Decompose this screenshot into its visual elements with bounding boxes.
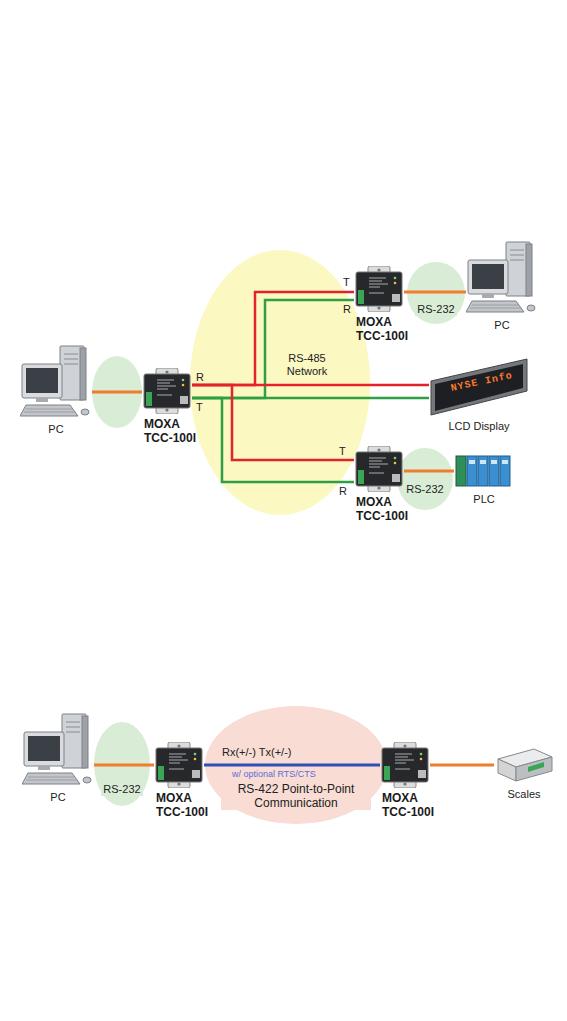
- device-model-label: MOXA TCC-100I: [382, 791, 442, 819]
- moxa-icon: [154, 742, 204, 788]
- network-label: RS-422 Point-to-Point Communication: [221, 782, 371, 810]
- scales-illustration: [494, 745, 554, 785]
- pc-illustration: [466, 240, 538, 316]
- scales-icon: [494, 745, 554, 785]
- device-node: Scales: [492, 745, 556, 801]
- wire-connector: [430, 764, 494, 767]
- converter-device: MOXA TCC-100I: [378, 742, 442, 819]
- device-model-label: MOXA TCC-100I: [144, 417, 204, 445]
- plc-illustration: [454, 452, 514, 490]
- wire-connector: [92, 391, 142, 394]
- device-label: PLC: [473, 493, 494, 506]
- signal-label: R: [343, 303, 351, 315]
- pc-icon: [20, 344, 92, 420]
- pc-illustration: [20, 344, 92, 420]
- device-model-label: MOXA TCC-100I: [156, 791, 216, 819]
- device-model-label: MOXA TCC-100I: [356, 315, 416, 343]
- network-region: RS-485 Network: [190, 250, 370, 515]
- converter-device: MOXA TCC-100I: [352, 266, 416, 343]
- pc-illustration: [22, 712, 94, 788]
- wire-connector: [404, 470, 454, 473]
- device-node: LCD Display: [428, 355, 530, 433]
- device-label: PC: [48, 423, 63, 436]
- ellipse-fill: [397, 448, 453, 510]
- device-node: PC: [464, 240, 540, 332]
- device-label: PC: [50, 791, 65, 804]
- moxa-icon: [380, 742, 430, 788]
- wire-connector: [204, 764, 380, 767]
- moxa-illustration: [142, 368, 192, 414]
- moxa-illustration: [354, 266, 404, 312]
- text-holder: RS-422 Point-to-Point Communication: [221, 782, 371, 811]
- device-model-label: MOXA TCC-100I: [356, 495, 416, 523]
- rs232-bubble: RS-232: [397, 448, 453, 510]
- ellipse-shape: [190, 250, 370, 515]
- moxa-icon: [354, 446, 404, 492]
- plc-icon: [454, 452, 514, 490]
- ellipse-fill: [205, 706, 387, 824]
- signal-label: R: [339, 485, 347, 497]
- device-node: PLC: [452, 452, 516, 506]
- moxa-illustration: [354, 446, 404, 492]
- rs232-blob: [92, 356, 142, 428]
- signal-label: R: [196, 371, 204, 383]
- signal-label: T: [196, 401, 203, 413]
- moxa-illustration: [154, 742, 204, 788]
- device-label: PC: [494, 319, 509, 332]
- interface-label: RS-232: [404, 483, 445, 496]
- device-label: Scales: [507, 788, 540, 801]
- signal-label: T: [339, 445, 346, 457]
- wire-connector: [404, 291, 466, 294]
- signal-label: Rx(+/-) Tx(+/-): [222, 746, 291, 758]
- ellipse-fill: [407, 262, 465, 324]
- interface-label: RS-232: [415, 303, 456, 316]
- ellipse-fill: [190, 250, 370, 515]
- text-holder: RS-232: [407, 299, 465, 317]
- pc-icon: [22, 712, 94, 788]
- moxa-icon: [142, 368, 192, 414]
- text-holder: RS-232: [94, 779, 150, 797]
- text-holder: RS-485 Network: [278, 352, 336, 379]
- moxa-icon: [354, 266, 404, 312]
- ellipse-shape: [397, 448, 453, 510]
- signal-label: T: [343, 276, 350, 288]
- device-node: PC: [18, 344, 94, 436]
- text-holder: RS-232: [397, 479, 453, 497]
- network-label: RS-485 Network: [278, 352, 336, 378]
- wire-connector: [192, 397, 429, 400]
- signal-label: w/ optional RTS/CTS: [232, 769, 316, 779]
- converter-device: MOXA TCC-100I: [152, 742, 216, 819]
- ellipse-fill: [94, 722, 150, 806]
- device-node: PC: [18, 712, 98, 804]
- wire-connector: [94, 764, 154, 767]
- device-label: LCD Display: [448, 420, 509, 433]
- moxa-illustration: [380, 742, 430, 788]
- interface-label: RS-232: [101, 783, 142, 796]
- pc-icon: [466, 240, 538, 316]
